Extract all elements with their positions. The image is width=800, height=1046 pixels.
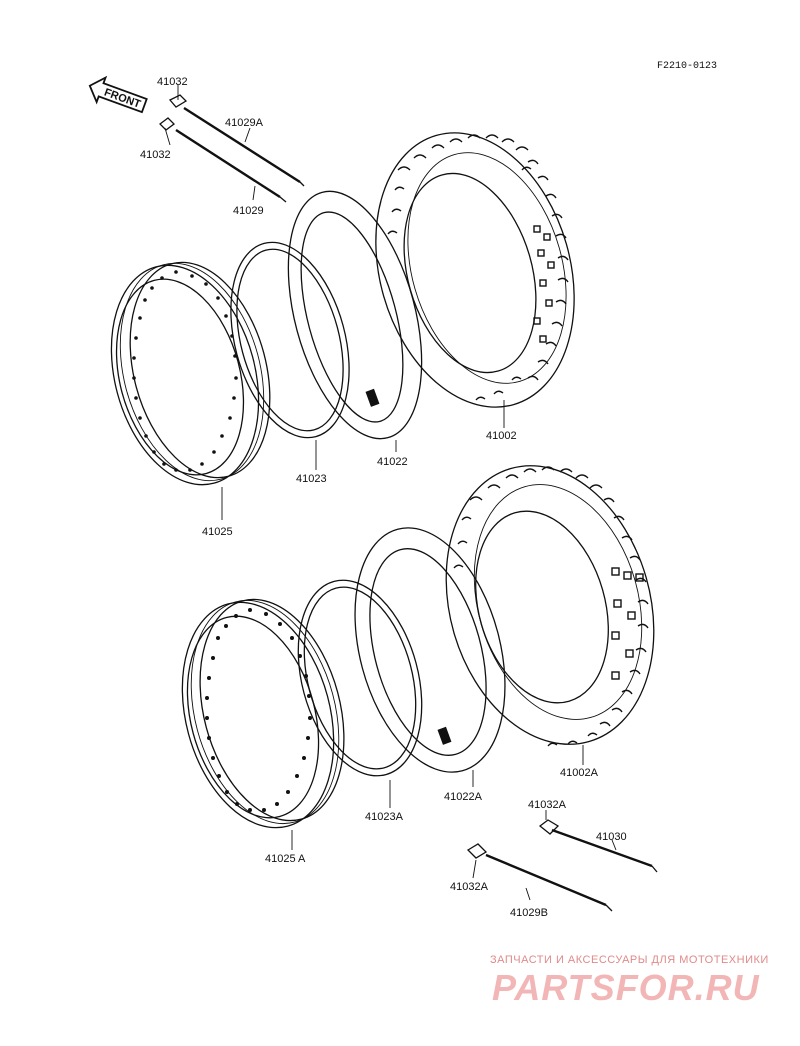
leader-lines-bottom xyxy=(291,745,617,901)
diagram-reference-code: F2210-0123 xyxy=(657,61,717,72)
front-arrow-icon: FRONT xyxy=(88,75,148,114)
spoke-41030 xyxy=(551,828,658,873)
tire-41002A xyxy=(445,465,655,747)
rim-41025-spoke-holes xyxy=(132,270,238,472)
label-41002A: 41002A xyxy=(560,767,599,779)
label-41025A: 41025 A xyxy=(265,853,306,865)
label-41032-mid: 41032 xyxy=(140,149,171,161)
tire-41002A-tread xyxy=(453,466,649,747)
label-41029: 41029 xyxy=(233,205,264,217)
watermark-brand: PARTSFOR.RU xyxy=(492,967,760,1008)
spoke-41029B xyxy=(485,853,613,912)
nipple-41032-top xyxy=(168,94,188,108)
tire-41002 xyxy=(375,132,575,408)
rim-41025A xyxy=(181,598,345,829)
label-41029B: 41029B xyxy=(510,907,548,919)
tube-41022 xyxy=(287,190,423,440)
spoke-41029A xyxy=(183,106,305,187)
watermark-tagline: ЗАПЧАСТИ И АКСЕССУАРЫ ДЛЯ МОТОТЕХНИКИ xyxy=(490,954,769,966)
nipple-41032A-bot xyxy=(466,843,488,859)
valve-stem-41022 xyxy=(365,388,380,407)
label-41023A: 41023A xyxy=(365,811,404,823)
leader-lines-top xyxy=(164,85,505,520)
label-41022: 41022 xyxy=(377,456,408,468)
label-41029A: 41029A xyxy=(225,117,264,129)
rim-41025 xyxy=(110,261,271,486)
label-41030: 41030 xyxy=(596,831,627,843)
nipple-41032A-top xyxy=(538,819,560,835)
rim-band-41023A xyxy=(297,579,423,777)
part-labels: 41032 41029A 41032 41029 41002 41022 410… xyxy=(140,76,627,919)
label-41023: 41023 xyxy=(296,473,327,485)
spoke-41029 xyxy=(175,128,287,203)
label-41002: 41002 xyxy=(486,430,517,442)
label-41032-top: 41032 xyxy=(157,76,188,88)
label-41032A-bot: 41032A xyxy=(450,881,489,893)
rear-wheel-assembly xyxy=(181,465,658,912)
tube-41022A xyxy=(354,527,506,773)
nipple-41032-mid xyxy=(159,117,175,131)
label-41032A-top: 41032A xyxy=(528,799,567,811)
rim-band-41023 xyxy=(230,241,350,439)
label-41022A: 41022A xyxy=(444,791,483,803)
rim-41025A-spoke-holes xyxy=(205,608,312,812)
watermark: ЗАПЧАСТИ И АКСЕССУАРЫ ДЛЯ МОТОТЕХНИКИ PA… xyxy=(490,954,769,1008)
tire-41002-tread xyxy=(387,134,569,401)
front-wheel-assembly xyxy=(110,85,575,520)
label-41025: 41025 xyxy=(202,526,233,538)
valve-stem-41022A xyxy=(437,726,452,745)
